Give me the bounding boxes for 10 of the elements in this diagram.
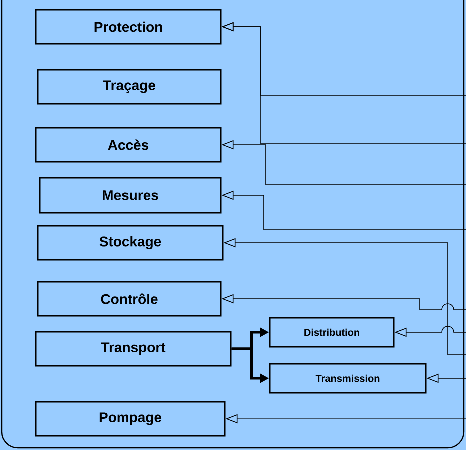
label-box: Transport [35, 331, 232, 367]
label-box: Mesures [39, 177, 222, 214]
label-box: Transmission [269, 363, 427, 394]
label-box: Contrôle [37, 281, 222, 317]
label-box: Pompage [35, 401, 226, 437]
label-box: Stockage [37, 225, 224, 261]
label-box: Protection [35, 9, 222, 45]
label-box: Traçage [37, 69, 222, 105]
label-box: Distribution [269, 317, 395, 348]
label-box: Accès [35, 127, 222, 163]
